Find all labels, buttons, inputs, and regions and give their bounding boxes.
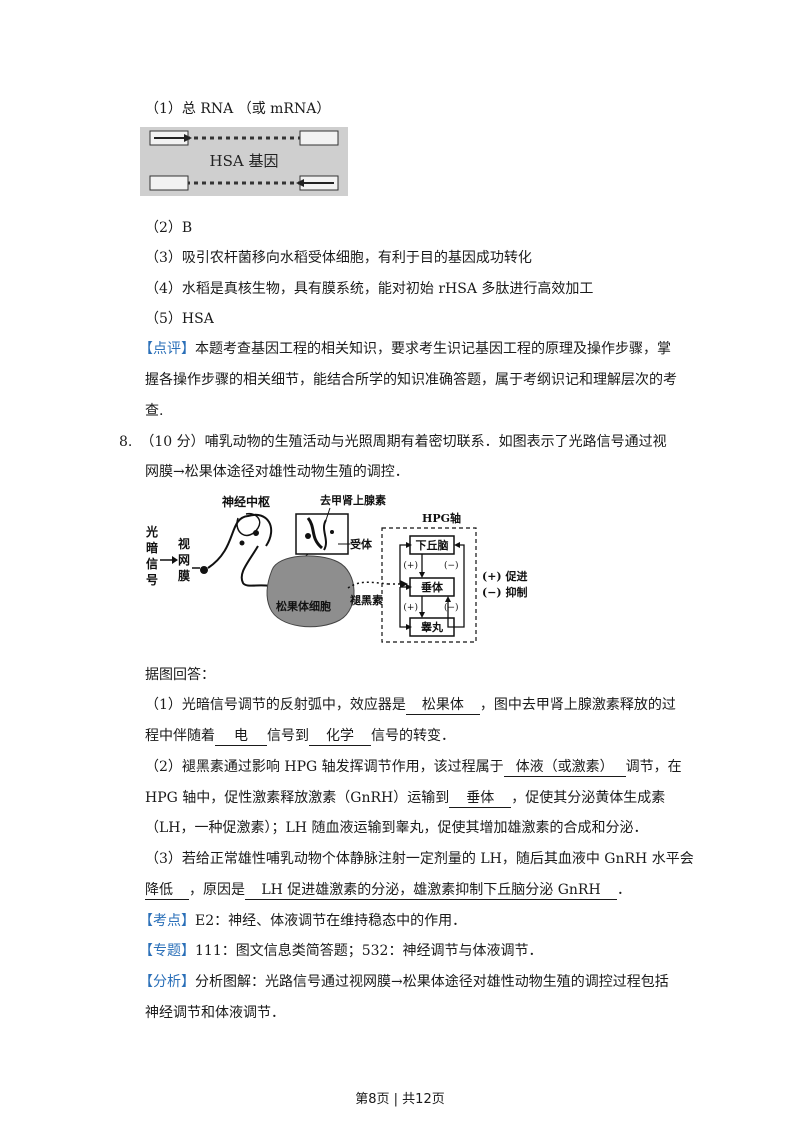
fenxi-line-1: 【分析】分析图解：光路信号通过视网膜→松果体途径对雄性动物生殖的调控过程包括: [139, 974, 669, 990]
answer-blank-effector: 松果体: [405, 696, 480, 715]
answer-7-1: （1）总 RNA （或 mRNA）: [145, 101, 331, 117]
legend-inhibit: (−) 抑制: [482, 585, 527, 599]
svg-text:(−): (−): [444, 602, 459, 613]
light-signal-label-4: 号: [146, 572, 158, 587]
kaodian-tag: 【考点】: [139, 913, 195, 929]
prompt-line: 据图回答：: [145, 667, 215, 683]
hsa-gene-figure: HSA 基因: [140, 127, 348, 196]
comment-line-3: 查.: [145, 403, 164, 419]
question-8-stem-1: 8.（10 分）哺乳动物的生殖活动与光照周期有着密切联系．如图表示了光路信号通过…: [119, 434, 667, 450]
part-1-line-2: 程中伴随着电信号到化学信号的转变．: [145, 727, 455, 746]
retina-node: [200, 566, 208, 574]
question-number: 8.: [119, 434, 133, 450]
answer-blank-reason: LH 促进雄激素的分泌，雄激素抑制下丘脑分泌 GnRH: [245, 881, 617, 900]
part-2-line-3: （LH，一种促激素）；LH 随血液运输到睾丸，促使其增加雄激素的合成和分泌．: [145, 820, 648, 836]
light-signal-label-2: 暗: [146, 540, 158, 555]
comment-line-2: 握各操作步骤的相关细节，能结合所学的知识准确答题，属于考纲识记和理解层次的考: [145, 372, 677, 388]
hsa-gene-label: HSA 基因: [210, 152, 279, 170]
answer-blank-signal-2: 化学: [309, 727, 371, 746]
zhuanti-tag: 【专题】: [139, 943, 195, 959]
reflex-hpg-diagram: 光 暗 信 号 视 网 膜 神经中枢 去甲肾上腺素 受体 松果体细胞 褪黑素 H…: [145, 493, 527, 643]
comment-line-1: 【点评】本题考查基因工程的相关知识，要求考生识记基因工程的原理及操作步骤，掌: [139, 341, 671, 357]
kaodian-line: 【考点】E2：神经、体液调节在维持稳态中的作用．: [139, 913, 467, 929]
svg-text:(−): (−): [444, 560, 459, 571]
answer-blank-gnrh-level: 降低: [145, 881, 189, 900]
answer-7-5: （5）HSA: [145, 311, 214, 327]
hypothalamus-label: 下丘脑: [416, 538, 449, 552]
answer-7-2: （2）B: [145, 220, 193, 236]
receptor-label: 受体: [350, 537, 373, 551]
part-2-line-2: HPG 轴中，促性激素释放激素（GnRH）运输到垂体，促使其分泌黄体生成素: [145, 789, 666, 808]
melatonin-label: 褪黑素: [350, 593, 383, 607]
part-1-line-1: （1）光暗信号调节的反射弧中，效应器是松果体，图中去甲肾上腺激素释放的过: [145, 696, 676, 715]
testis-label: 睾丸: [421, 620, 444, 634]
part-2-line-1: （2）褪黑素通过影响 HPG 轴发挥调节作用，该过程属于体液（或激素）调节，在: [145, 758, 682, 777]
answer-7-4: （4）水稻是真核生物，具有膜系统，能对初始 rHSA 多肽进行高效加工: [145, 281, 594, 297]
hsa-gene-diagram: HSA 基因: [140, 127, 348, 196]
zhuanti-line: 【专题】111：图文信息类简答题；532：神经调节与体液调节．: [139, 943, 543, 959]
svg-text:(+): (+): [403, 602, 418, 613]
question-8-stem-2: 网膜→松果体途径对雄性动物生殖的调控．: [145, 464, 409, 480]
svg-text:膜: 膜: [178, 568, 190, 583]
light-signal-label-3: 信: [146, 556, 158, 571]
answer-7-3: （3）吸引农杆菌移向水稻受体细胞，有利于目的基因成功转化: [145, 250, 532, 266]
nerve-fiber-2: [240, 545, 271, 587]
nerve-center-label: 神经中枢: [222, 494, 270, 509]
answer-blank-signal-1: 电: [215, 727, 267, 746]
hpg-axis-box: [381, 527, 477, 643]
norepinephrine-label: 去甲肾上腺素: [320, 493, 386, 507]
page-footer: 第8页 | 共12页: [355, 1092, 445, 1107]
comment-tag: 【点评】: [139, 341, 195, 357]
svg-text:(+): (+): [403, 560, 418, 571]
fenxi-tag: 【分析】: [139, 974, 195, 990]
pineal-cell: [266, 555, 355, 628]
nerve-fiber-1: [207, 513, 273, 569]
fenxi-line-2: 神经调节和体液调节．: [145, 1005, 285, 1021]
svg-text:网: 网: [178, 553, 190, 567]
svg-text:视: 视: [178, 536, 190, 551]
pituitary-label: 垂体: [421, 580, 444, 594]
hpg-axis-label: HPG轴: [422, 511, 461, 525]
answer-blank-regulation: 体液（或激素）: [503, 758, 626, 777]
answer-blank-target: 垂体: [449, 789, 512, 808]
part-3-line-1: （3）若给正常雄性哺乳动物个体静脉注射一定剂量的 LH，随后其血液中 GnRH …: [145, 851, 694, 867]
light-signal-label-1: 光: [145, 524, 158, 539]
pineal-cell-label: 松果体细胞: [276, 599, 331, 613]
legend-promote: (+) 促进: [482, 569, 527, 583]
